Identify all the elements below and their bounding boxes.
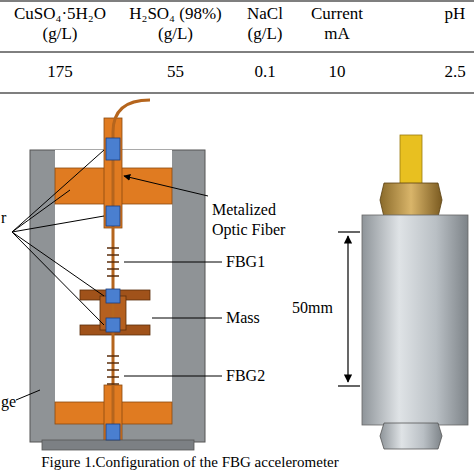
part-label: r	[1, 208, 15, 228]
table-cell: 175	[2, 62, 118, 82]
table-header: H₂SO₄ (98%) (g/L)	[118, 4, 233, 44]
figure-caption: Figure 1.Configuration of the FBG accele…	[0, 452, 380, 472]
table-header: NaCl (g/L)	[236, 4, 294, 44]
part-label: FBG2	[226, 366, 286, 386]
table-cell: 55	[118, 62, 233, 82]
table-header: pH	[438, 4, 472, 24]
part-label: ge	[1, 392, 25, 412]
part-label: Mass	[226, 308, 286, 328]
table-cell: 0.1	[236, 62, 294, 82]
table-header: CuSO₄·5H₂O (g/L)	[2, 4, 118, 44]
dimension-label: 50mm	[292, 298, 342, 318]
table-cell: 10	[300, 62, 374, 82]
table-cell: 2.5	[438, 62, 472, 82]
part-label: Metalized Optic Fiber	[212, 200, 304, 240]
table-header: Current mA	[300, 4, 374, 44]
part-label: FBG1	[226, 252, 286, 272]
